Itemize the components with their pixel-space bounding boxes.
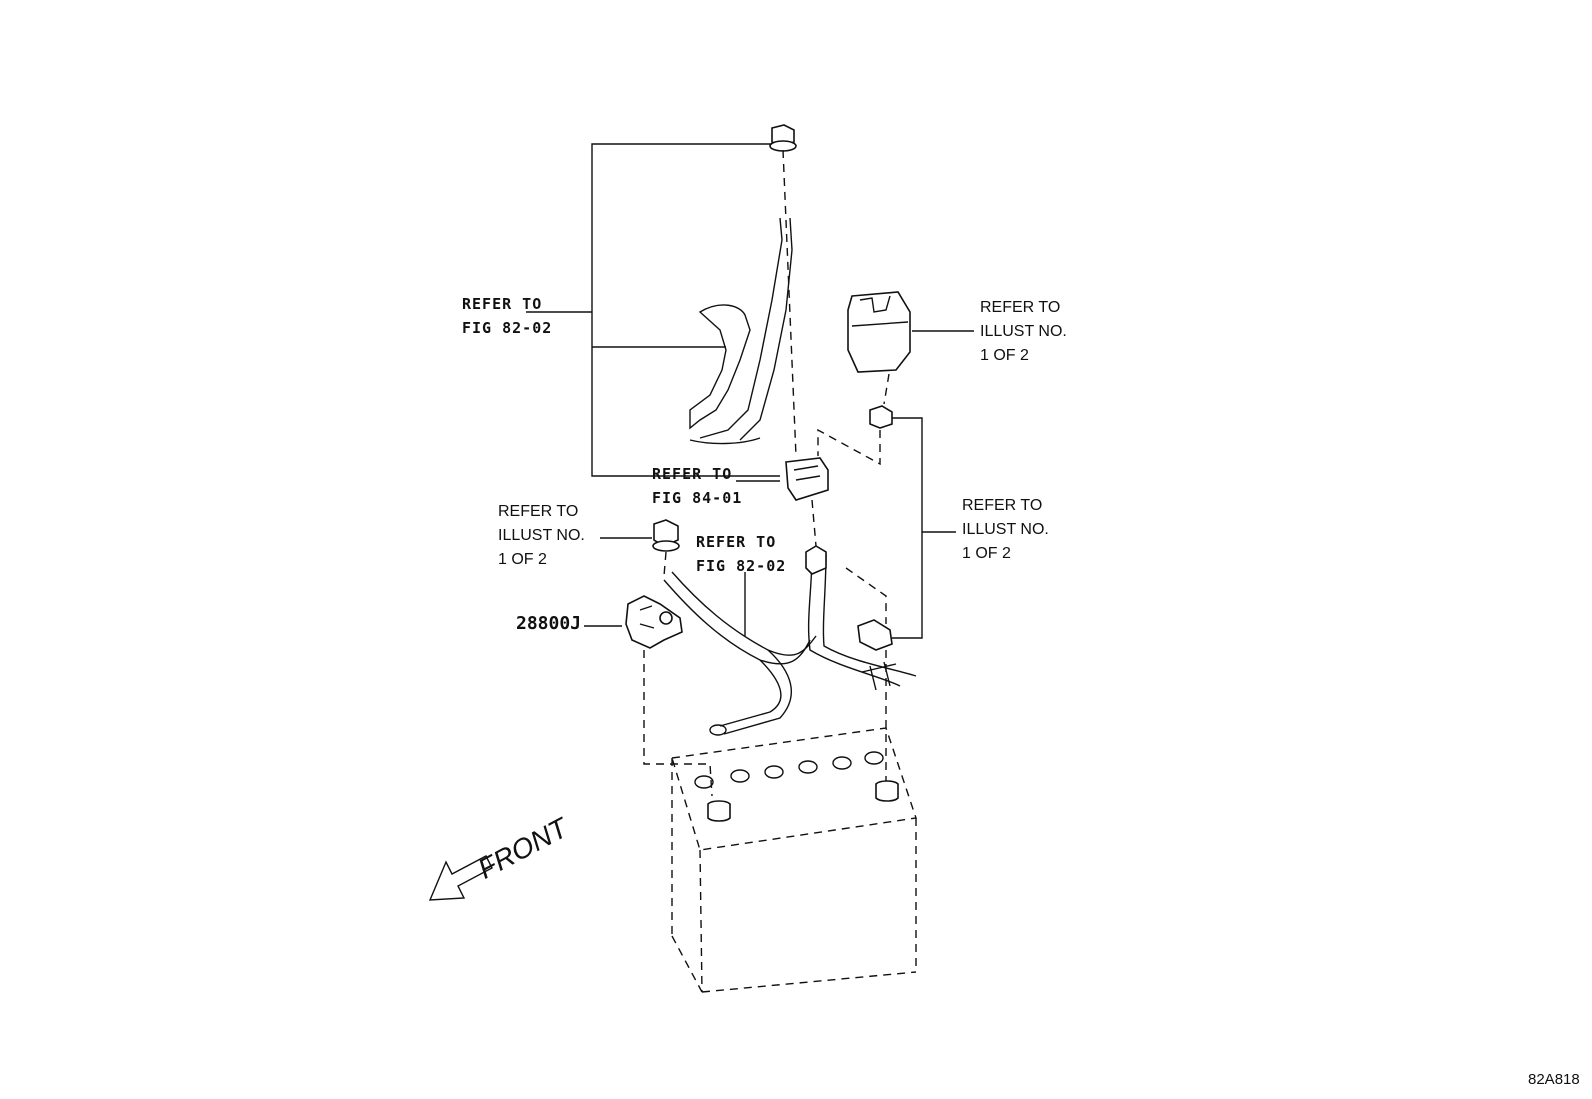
label-line: FIG 82-02 <box>696 557 787 575</box>
label-line: REFER TO <box>652 465 733 483</box>
terminal-cover <box>847 291 911 373</box>
leader-lines <box>526 143 974 639</box>
refer-illust-right-top: REFER TO ILLUST NO. 1 OF 2 <box>980 296 1067 368</box>
negative-terminal-28800J <box>625 595 683 649</box>
right-nut <box>869 405 893 429</box>
refer-illust-left: REFER TO ILLUST NO. 1 OF 2 <box>498 500 585 572</box>
part-number-28800J: 28800J <box>516 613 582 634</box>
label-line: REFER TO <box>498 503 579 520</box>
label-line: REFER TO <box>980 299 1061 316</box>
wire-harness <box>689 217 793 445</box>
label-line: ILLUST NO. <box>980 323 1067 340</box>
front-arrow-icon <box>428 855 493 901</box>
left-nut <box>652 519 680 552</box>
label-line: FIG 82-02 <box>462 319 553 337</box>
diagram-code: 82A818 <box>1528 1071 1580 1088</box>
label-line: REFER TO <box>962 497 1043 514</box>
label-line: REFER TO <box>462 295 543 313</box>
label-line: ILLUST NO. <box>962 521 1049 538</box>
refer-fig-82-02-top: REFER TO FIG 82-02 <box>462 292 552 340</box>
label-line: 1 OF 2 <box>962 545 1011 562</box>
assembly-lines <box>643 149 890 797</box>
label-line: 1 OF 2 <box>980 347 1029 364</box>
battery <box>671 727 917 993</box>
battery-posts <box>707 780 899 822</box>
label-line: FIG 84-01 <box>652 489 743 507</box>
refer-illust-right-mid: REFER TO ILLUST NO. 1 OF 2 <box>962 494 1049 566</box>
top-nut <box>769 124 797 152</box>
fusible-link-block <box>785 457 829 501</box>
battery-cables <box>663 545 917 736</box>
refer-fig-82-02-mid: REFER TO FIG 82-02 <box>696 530 786 578</box>
label-line: 1 OF 2 <box>498 551 547 568</box>
refer-fig-84-01: REFER TO FIG 84-01 <box>652 462 742 510</box>
label-line: ILLUST NO. <box>498 527 585 544</box>
label-line: REFER TO <box>696 533 777 551</box>
battery-caps <box>694 751 884 789</box>
